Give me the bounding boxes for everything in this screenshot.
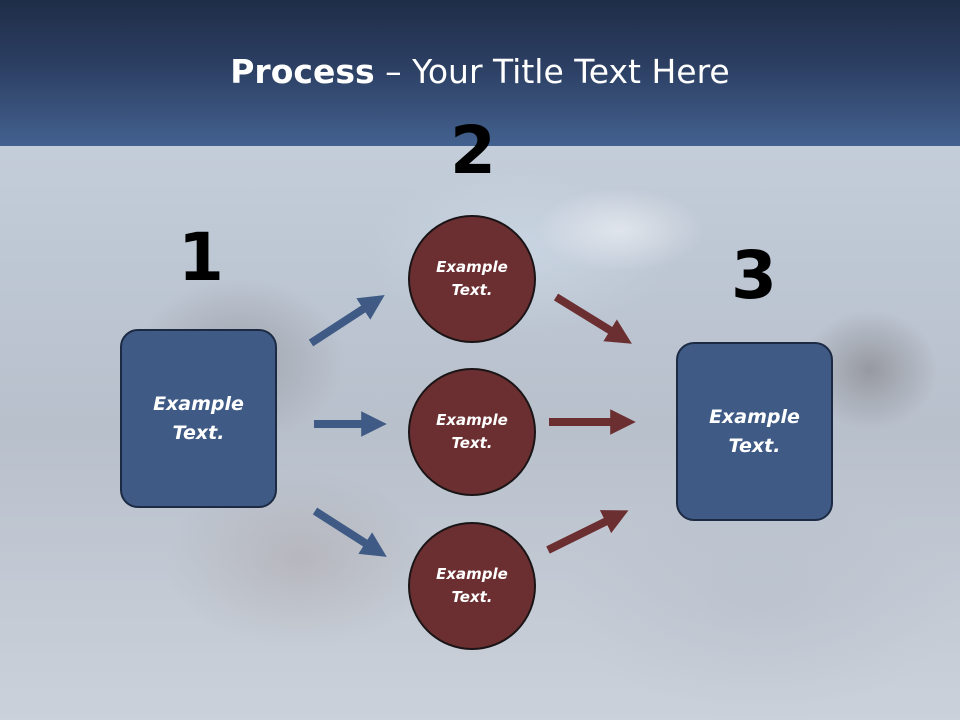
- step-number-3: 3: [731, 237, 777, 314]
- arrow-left-to-top: [308, 295, 385, 347]
- step-3-box-text: Example Text.: [709, 405, 800, 457]
- circle-middle-text: Example Text.: [436, 411, 508, 452]
- title-banner: Process – Your Title Text Here: [0, 0, 960, 146]
- step-2-circle-middle: Example Text.: [408, 368, 536, 496]
- step-number-1: 1: [178, 219, 224, 296]
- arrow-top-to-right: [553, 293, 632, 344]
- step-3-box: Example Text.: [676, 342, 833, 521]
- circle-top-text: Example Text.: [436, 258, 508, 299]
- step-1-box-text: Example Text.: [153, 392, 244, 444]
- arrow-bottom-to-right: [546, 510, 629, 554]
- step-1-box: Example Text.: [120, 329, 277, 508]
- slide-title: Process – Your Title Text Here: [0, 52, 960, 91]
- step-2-circle-bottom: Example Text.: [408, 522, 536, 650]
- step-2-circle-top: Example Text.: [408, 215, 536, 343]
- title-bold: Process: [230, 52, 375, 91]
- circle-bottom-text: Example Text.: [436, 565, 508, 606]
- title-rest: – Your Title Text Here: [374, 52, 730, 91]
- step-number-2: 2: [450, 112, 496, 189]
- arrow-left-to-bottom: [312, 507, 387, 557]
